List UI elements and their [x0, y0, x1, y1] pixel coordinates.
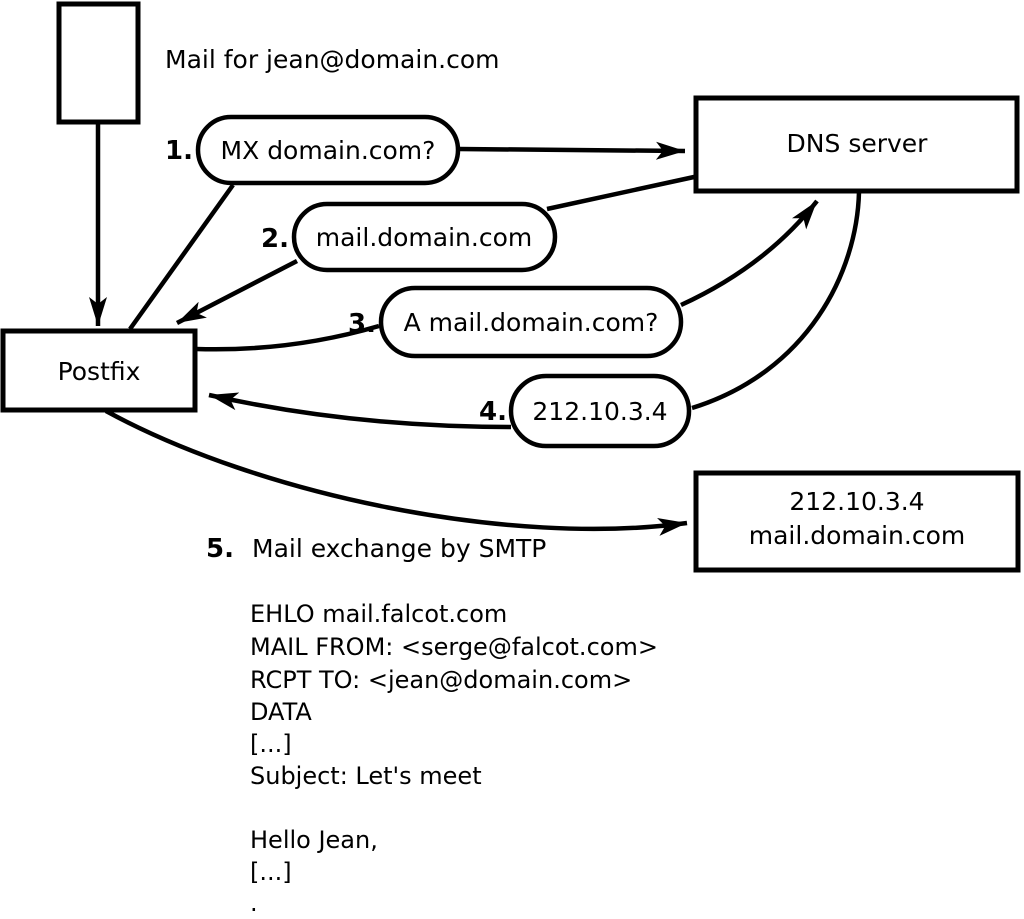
query-pill-1-label: MX domain.com? [221, 136, 436, 165]
query-pill-1 [195, 114, 461, 186]
smtp-line-ellipsis-2: [...] [250, 858, 292, 886]
arrow-query3-to-dns [680, 199, 819, 308]
smtp-line-rcpt-to: RCPT TO: <jean@domain.com> [250, 666, 632, 694]
smtp-line-subject: Subject: Let's meet [250, 762, 482, 790]
edge-postfix-to-query3 [195, 323, 380, 352]
arrow-query1-to-dns [458, 141, 686, 160]
step-5-number: 5. [206, 534, 234, 564]
postfix-node [0, 328, 198, 413]
edge-dns-to-answer4 [691, 191, 862, 411]
mail-envelope-icon [56, 1, 141, 125]
answer-pill-2 [291, 201, 558, 273]
smtp-line-data: DATA [250, 698, 312, 726]
step-5-label: Mail exchange by SMTP [252, 534, 546, 563]
query-pill-3 [378, 285, 684, 359]
step-1-number: 1. [165, 136, 193, 166]
mail-server-ip-label: 212.10.3.4 [789, 487, 924, 516]
dns-server-node [693, 95, 1020, 194]
query-pill-3-label: A mail.domain.com? [404, 308, 659, 337]
step-4-number: 4. [479, 397, 507, 427]
edge-dns-to-answer2 [546, 174, 695, 212]
arrow-answer2-to-postfix [175, 259, 299, 325]
mail-server-host-label: mail.domain.com [749, 521, 965, 550]
mail-server-node [693, 470, 1021, 573]
answer-pill-4 [508, 373, 692, 449]
smtp-line-end-dot: . [250, 889, 258, 917]
dns-server-label: DNS server [787, 129, 929, 158]
smtp-line-ellipsis-1: [...] [250, 730, 292, 758]
arrow-answer4-to-postfix [208, 392, 512, 430]
step-3-number: 3. [348, 309, 376, 339]
answer-pill-4-label: 212.10.3.4 [532, 397, 667, 426]
postfix-label: Postfix [58, 357, 141, 386]
mail-title-text: Mail for jean@domain.com [165, 45, 500, 74]
answer-pill-2-label: mail.domain.com [316, 223, 532, 252]
smtp-line-ehlo: EHLO mail.falcot.com [250, 600, 507, 628]
smtp-line-mail-from: MAIL FROM: <serge@falcot.com> [250, 633, 658, 661]
step-2-number: 2. [261, 224, 289, 254]
arrow-postfix-to-mailserver [104, 409, 688, 536]
edge-postfix-to-query1 [128, 183, 235, 331]
smtp-line-hello: Hello Jean, [250, 826, 378, 854]
